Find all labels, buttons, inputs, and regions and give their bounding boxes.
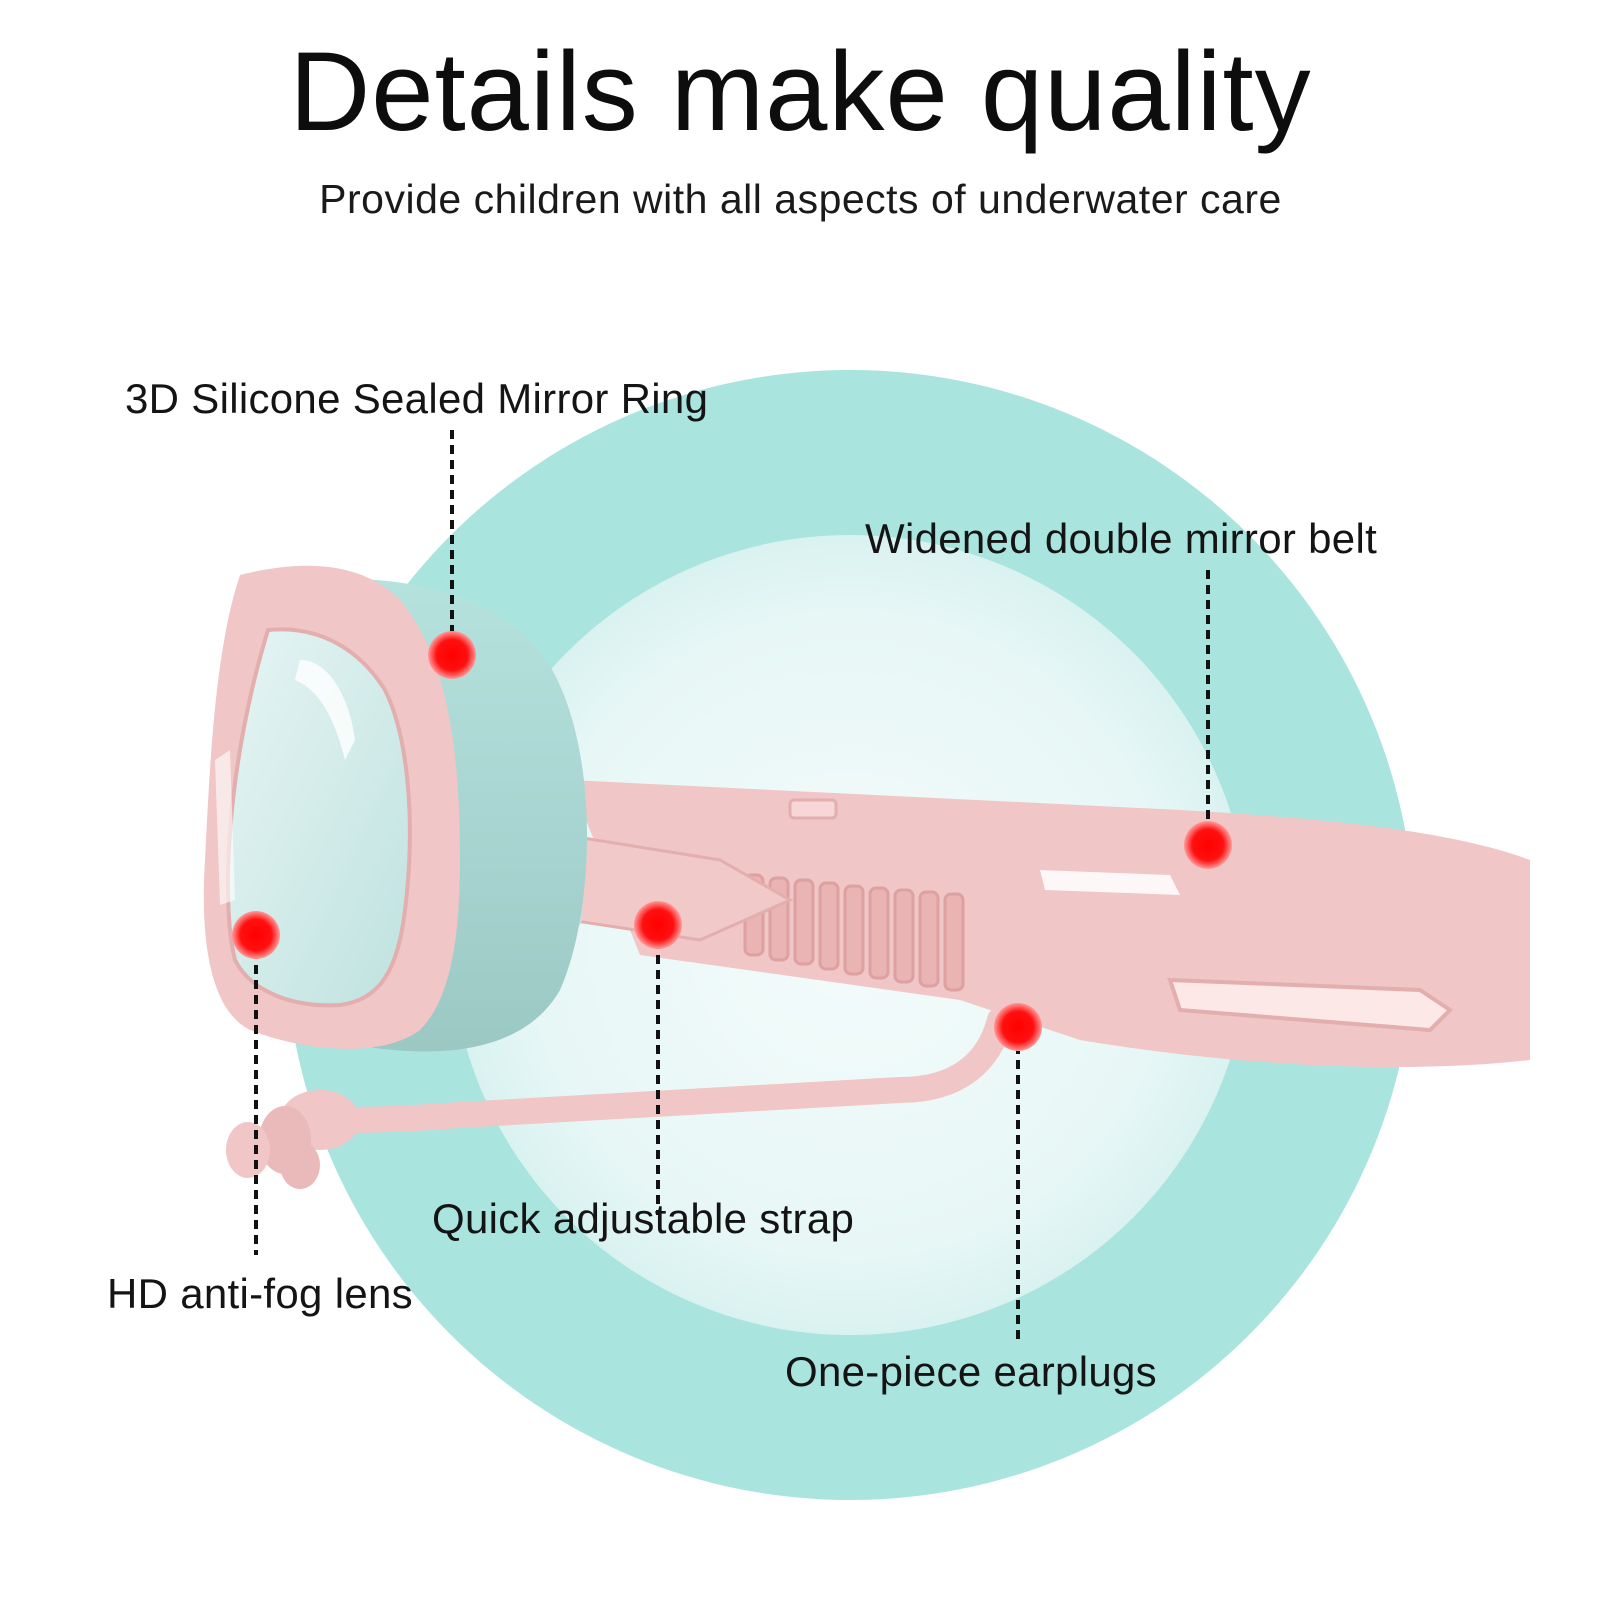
marker-mirror-belt xyxy=(1184,821,1232,869)
callout-label-mirror-ring: 3D Silicone Sealed Mirror Ring xyxy=(125,375,709,422)
marker-mirror-ring xyxy=(428,631,476,679)
earplugs-illustration xyxy=(226,1007,1013,1189)
goggle-illustration xyxy=(203,565,588,1052)
callout-label-antifog-lens: HD anti-fog lens xyxy=(107,1270,413,1317)
callout-label-earplugs: One-piece earplugs xyxy=(785,1348,1157,1395)
marker-strap xyxy=(634,901,682,949)
callout-markers xyxy=(232,631,1232,1051)
marker-earplugs xyxy=(994,1003,1042,1051)
page-title: Details make quality xyxy=(289,29,1312,154)
leader-lines xyxy=(254,430,1210,1340)
callout-label-mirror-belt: Widened double mirror belt xyxy=(865,515,1378,562)
page-subtitle: Provide children with all aspects of und… xyxy=(319,176,1282,222)
callout-label-adjustable-strap: Quick adjustable strap xyxy=(432,1195,855,1242)
marker-lens xyxy=(232,911,280,959)
